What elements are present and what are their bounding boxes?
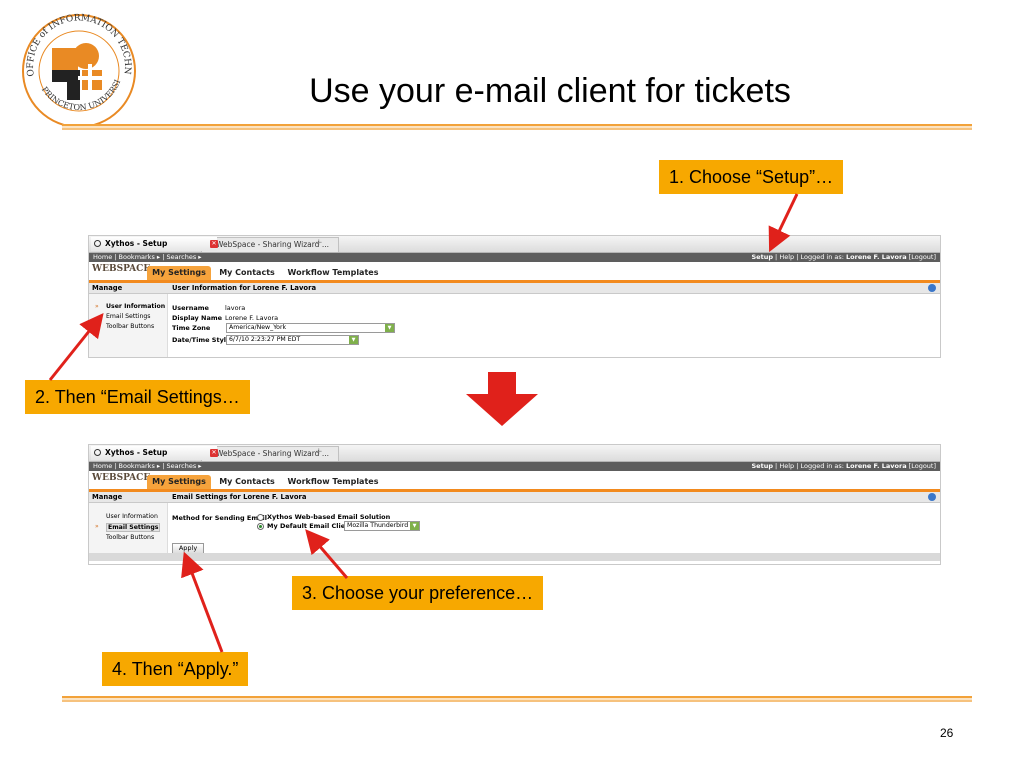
user-name: Lorene F. Lavora (846, 253, 907, 261)
user-name: Lorene F. Lavora (846, 462, 907, 470)
nav-links[interactable]: Home | Bookmarks ▸ | Searches ▸ (93, 462, 202, 470)
app-tab-bar: WEBSPACE My Settings My Contacts Workflo… (89, 471, 940, 492)
radio-default-email-client[interactable] (257, 523, 264, 530)
sidebar-item-email-settings[interactable]: Email Settings (106, 523, 161, 532)
username-label: Username (172, 304, 209, 312)
arrow-to-apply (181, 551, 224, 653)
setup-link[interactable]: Setup (751, 253, 773, 261)
new-tab-button[interactable]: + (315, 238, 323, 248)
display-name-label: Display Name (172, 314, 223, 322)
panel-body: User Information » Email Settings Toolba… (89, 503, 940, 561)
chevron-down-icon: ▼ (385, 324, 394, 332)
manage-label: Manage (92, 493, 123, 501)
logout-link[interactable]: [Logout] (908, 462, 936, 470)
logged-in-label: Logged in as: (800, 462, 844, 470)
callout-step-1: 1. Choose “Setup”… (659, 160, 844, 194)
option-default-email-client: My Default Email Client (267, 522, 353, 530)
screenshot-user-information: WebSpace - Sharing Wizard ... Xythos - S… (88, 235, 941, 358)
manage-label: Manage (92, 284, 123, 292)
tab-workflow-templates[interactable]: Workflow Templates (287, 477, 379, 486)
top-navigation: Home | Bookmarks ▸ | Searches ▸ Setup | … (89, 462, 940, 471)
webspace-logo: WEBSPACE (92, 264, 151, 274)
panel-title: User Information for Lorene F. Lavora (172, 284, 317, 292)
xythos-icon (94, 240, 101, 247)
xythos-icon (94, 449, 101, 456)
chevron-down-icon: ▼ (410, 522, 419, 530)
bottom-divider (62, 696, 972, 702)
method-label: Method for Sending Email (172, 514, 267, 522)
settings-sidebar: » User Information Email Settings Toolba… (89, 294, 168, 357)
tab-my-contacts[interactable]: My Contacts (219, 477, 275, 486)
nav-links[interactable]: Home | Bookmarks ▸ | Searches ▸ (93, 253, 202, 261)
display-name-value: Lorene F. Lavora (225, 314, 279, 322)
tab-my-contacts[interactable]: My Contacts (219, 268, 275, 277)
current-item-marker-icon: » (95, 303, 99, 310)
sidebar-item-toolbar-buttons[interactable]: Toolbar Buttons (106, 534, 155, 541)
settings-sidebar: User Information » Email Settings Toolba… (89, 503, 168, 561)
top-navigation: Home | Bookmarks ▸ | Searches ▸ Setup | … (89, 253, 940, 262)
email-client-select[interactable]: Mozilla Thunderbird▼ (344, 521, 420, 531)
screenshot-email-settings: WebSpace - Sharing Wizard ... Xythos - S… (88, 444, 941, 565)
account-links: Setup | Help | Logged in as: Lorene F. L… (751, 253, 937, 261)
sidebar-item-toolbar-buttons[interactable]: Toolbar Buttons (106, 323, 155, 330)
logged-in-label: Logged in as: (800, 253, 844, 261)
sidebar-item-user-information[interactable]: User Information (106, 303, 166, 310)
help-icon[interactable] (928, 284, 936, 292)
date-style-label: Date/Time Style (172, 336, 231, 344)
date-style-select[interactable]: 6/7/10 2:23:27 PM EDT▼ (226, 335, 359, 345)
chevron-down-icon: ▼ (349, 336, 358, 344)
princeton-oit-logo: OFFICE of INFORMATION TECHNOLOGY PRINCET… (20, 12, 136, 128)
panel-header: Manage Email Settings for Lorene F. Lavo… (89, 492, 940, 503)
browser-tab-setup[interactable]: Xythos - Setup ✕ (91, 446, 218, 460)
time-zone-label: Time Zone (172, 324, 211, 332)
page-number: 26 (940, 726, 954, 740)
help-icon[interactable] (928, 493, 936, 501)
down-arrow-icon (466, 372, 538, 426)
tab-workflow-templates[interactable]: Workflow Templates (287, 268, 379, 277)
close-tab-icon[interactable]: ✕ (210, 449, 218, 457)
app-tab-bar: WEBSPACE My Settings My Contacts Workflo… (89, 262, 940, 283)
help-link[interactable]: Help (779, 253, 795, 261)
browser-tab-bar: WebSpace - Sharing Wizard ... Xythos - S… (89, 236, 940, 253)
tab-my-settings[interactable]: My Settings (147, 266, 211, 280)
sidebar-item-email-settings[interactable]: Email Settings (106, 313, 151, 320)
callout-step-2: 2. Then “Email Settings… (25, 380, 250, 414)
browser-tab-setup[interactable]: Xythos - Setup ✕ (91, 237, 218, 251)
radio-xythos-email[interactable] (257, 514, 264, 521)
help-link[interactable]: Help (779, 462, 795, 470)
time-zone-select[interactable]: America/New_York▼ (226, 323, 395, 333)
browser-tab-bar: WebSpace - Sharing Wizard ... Xythos - S… (89, 445, 940, 462)
top-divider (62, 124, 972, 130)
new-tab-button[interactable]: + (315, 447, 323, 457)
setup-link[interactable]: Setup (751, 462, 773, 470)
panel-body: » User Information Email Settings Toolba… (89, 294, 940, 357)
option-xythos-email: Xythos Web-based Email Solution (267, 513, 391, 521)
panel-header: Manage User Information for Lorene F. La… (89, 283, 940, 294)
panel-title: Email Settings for Lorene F. Lavora (172, 493, 307, 501)
webspace-logo: WEBSPACE (92, 473, 151, 483)
callout-step-3: 3. Choose your preference… (292, 576, 544, 610)
username-value: lavora (225, 304, 246, 312)
close-tab-icon[interactable]: ✕ (210, 240, 218, 248)
logout-link[interactable]: [Logout] (908, 253, 936, 261)
sidebar-item-user-information[interactable]: User Information (106, 513, 158, 520)
footer-bar (89, 553, 940, 561)
account-links: Setup | Help | Logged in as: Lorene F. L… (751, 462, 937, 470)
callout-step-4: 4. Then “Apply.” (102, 652, 249, 686)
current-item-marker-icon: » (95, 523, 99, 530)
tab-my-settings[interactable]: My Settings (147, 475, 211, 489)
slide-title: Use your e-mail client for tickets (309, 72, 791, 110)
